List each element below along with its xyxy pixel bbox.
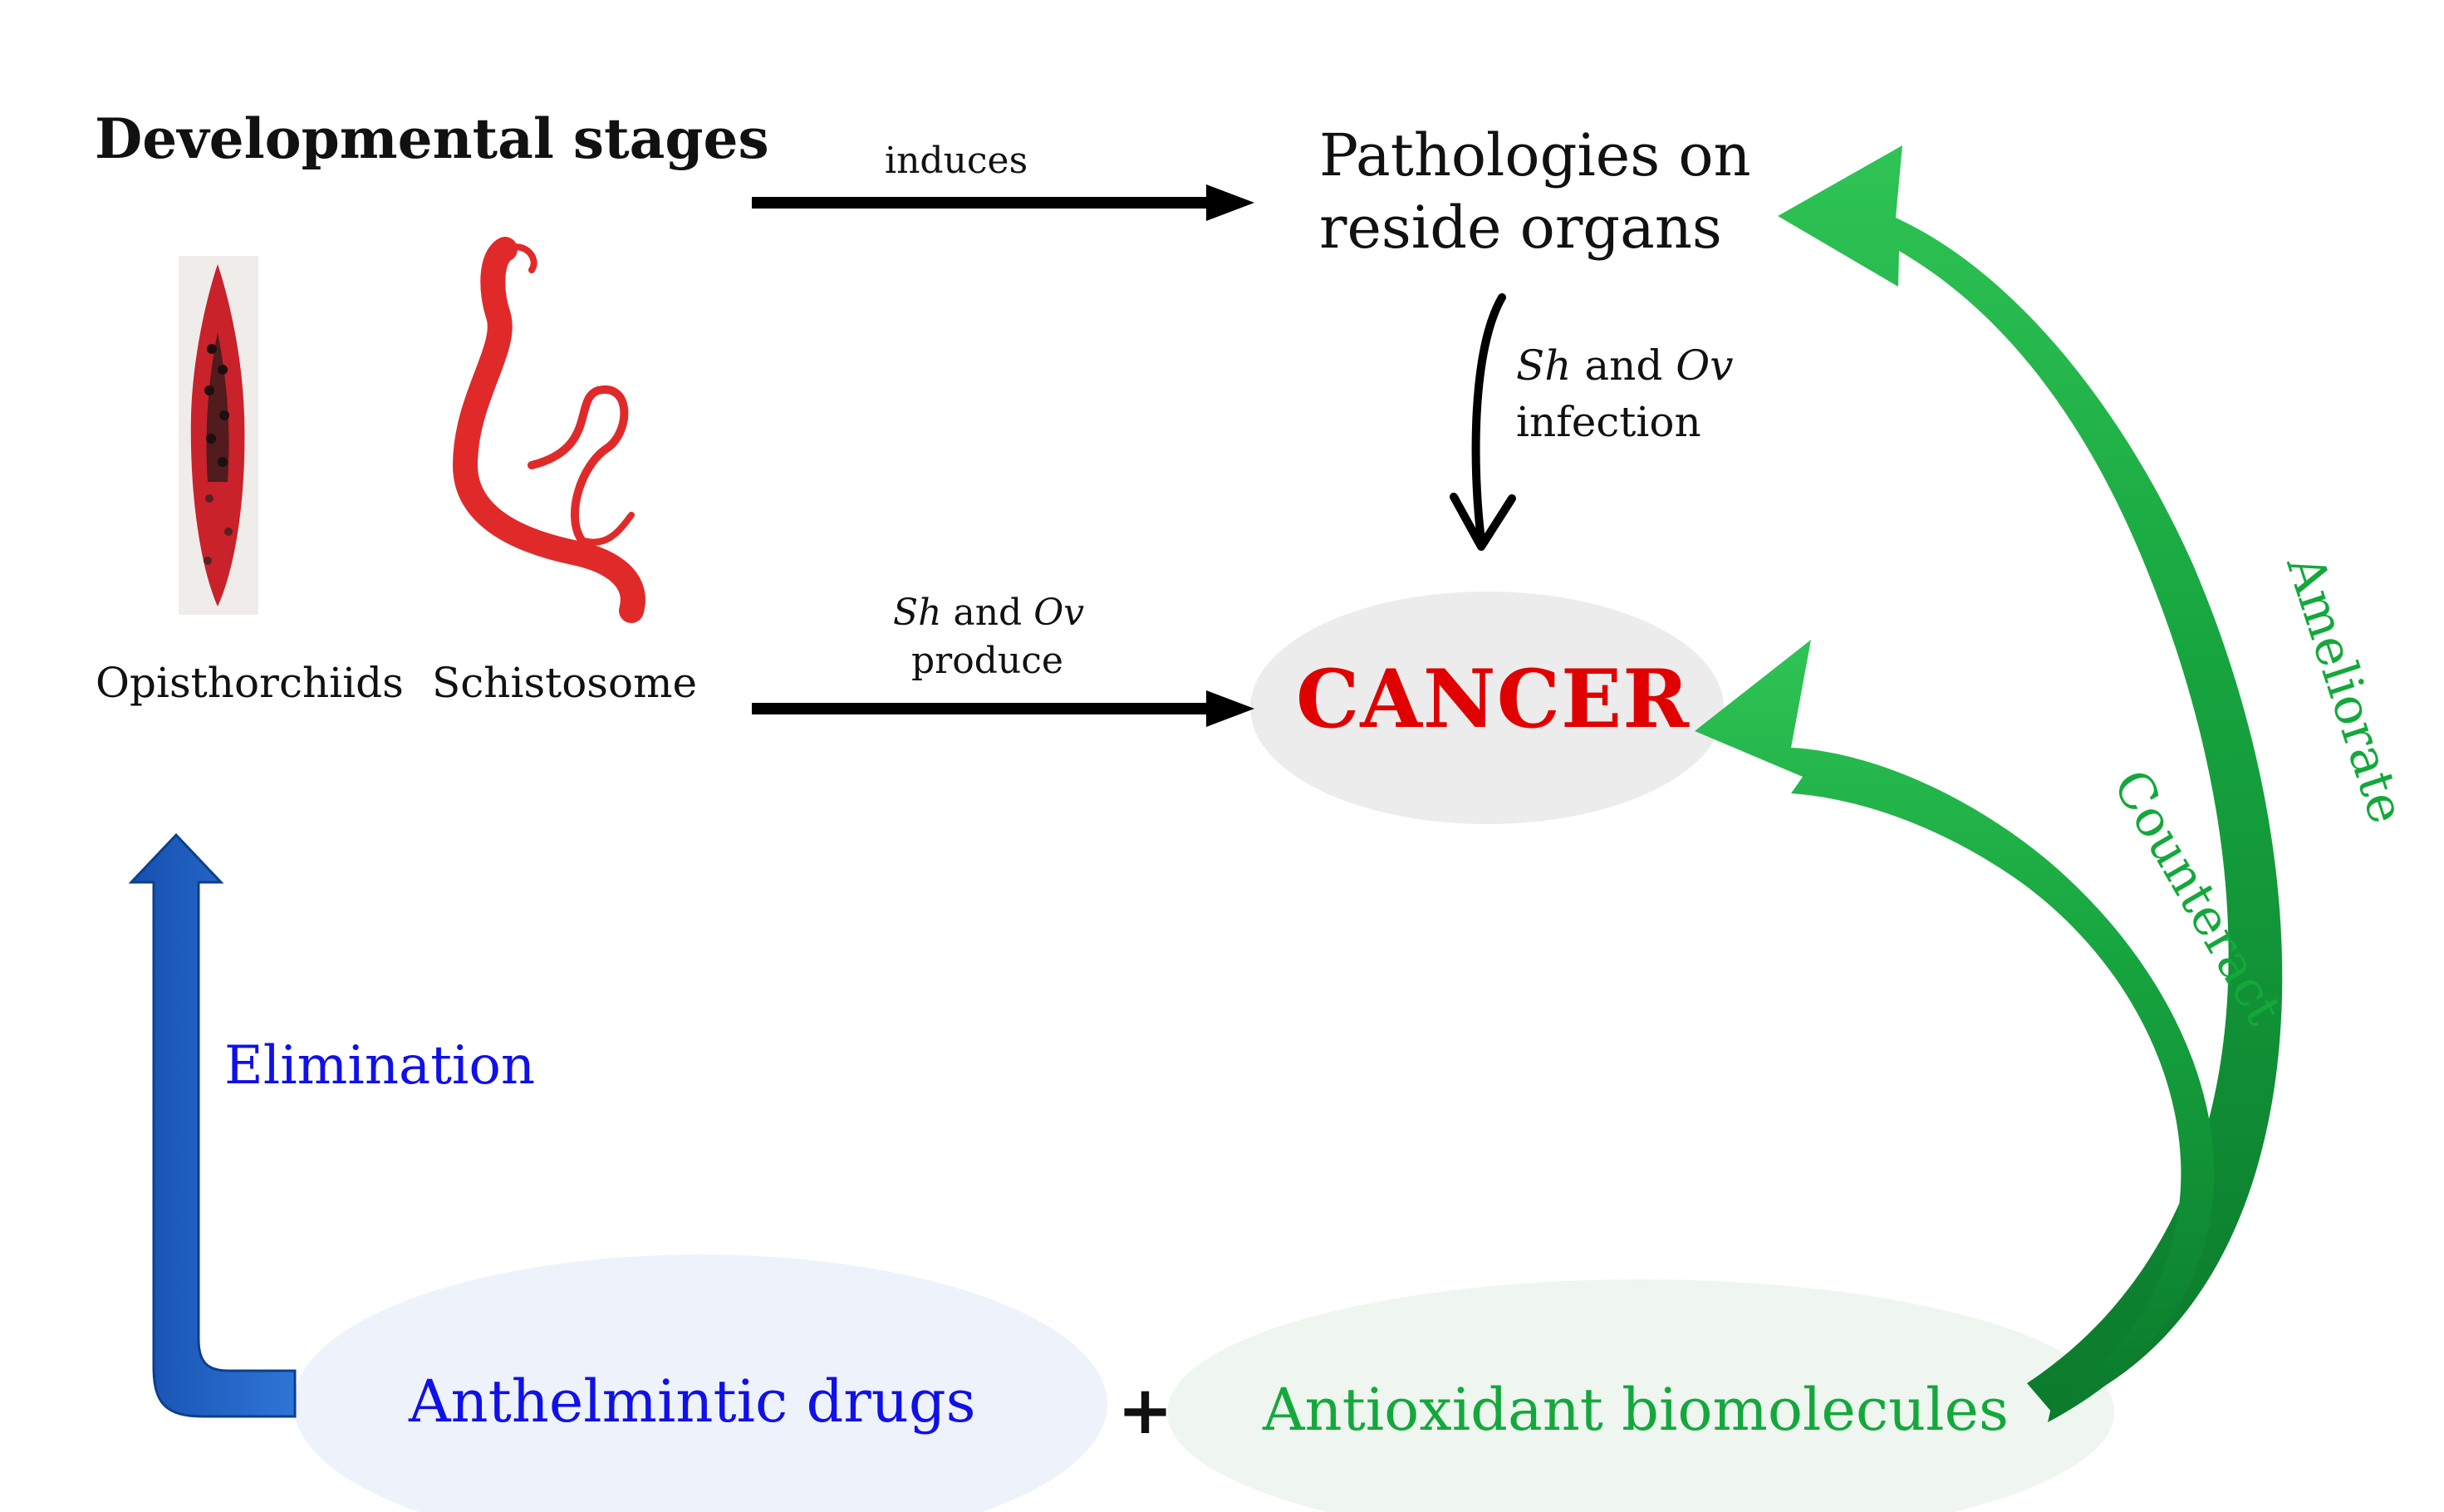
stages-title: Developmental stages [95,106,769,171]
opisthorchiid-fluke-image [179,256,258,615]
species-ov: Ov [1676,341,1734,390]
produce-label-line1: Sh and Ov [893,592,1084,636]
cancer-label: CANCER [1296,652,1690,746]
antioxidant-ellipse [1167,1279,2114,1512]
counteract-arrow [1695,640,2215,1422]
antioxidant-biomolecules-label: Antioxidant biomolecules [1263,1376,2009,1444]
species-sh: Sh [1516,341,1572,390]
opisthorchiids-label: Opisthorchiids [96,659,404,707]
pathologies-line1: Pathologies on [1319,121,1751,189]
anthelmintic-drugs-label: Anthelmintic drugs [409,1367,976,1436]
schistosome-worm-image [453,237,645,623]
produce-label-line2: produce [911,640,1063,682]
species-sh: Sh [893,592,942,634]
and-text: and [941,592,1034,634]
induces-label: induces [885,140,1028,182]
and-text: and [1571,341,1676,390]
species-ov: Ov [1033,592,1085,634]
infection-label-line2: infection [1516,398,1701,446]
drugs-ellipse [293,1254,1107,1512]
produce-arrow [752,690,1254,727]
plus-sign: + [1117,1372,1174,1449]
induces-arrow [752,184,1254,221]
cancer-ellipse [1250,592,1724,824]
infection-label-line1: Sh and Ov [1516,341,1734,390]
elimination-label: Elimination [224,1035,536,1097]
pathologies-line2: reside organs [1319,194,1722,262]
elimination-arrow [128,832,297,1418]
infection-arrow [1450,293,1516,551]
schistosome-label: Schistosome [432,659,698,707]
